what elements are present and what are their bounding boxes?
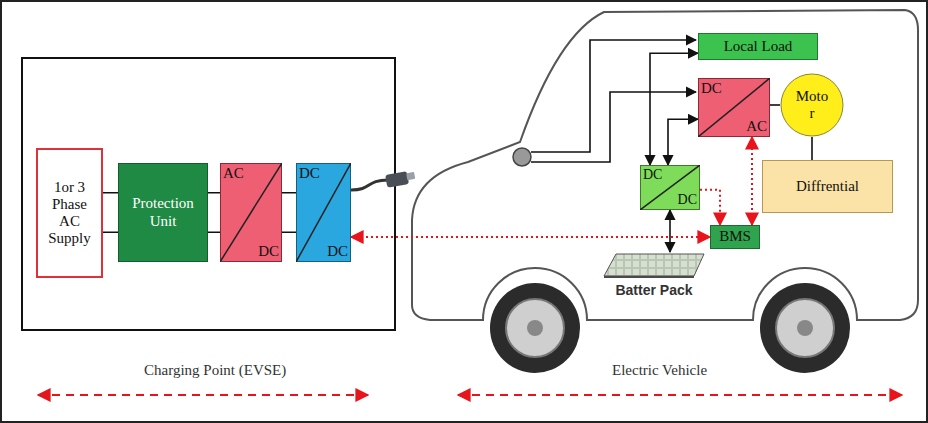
converter-label: AC — [746, 119, 767, 134]
node-label: 1or 3 Phase AC Supply — [45, 179, 95, 248]
battery-label: Batter Pack — [600, 282, 708, 298]
connector — [650, 53, 698, 165]
converter-border — [641, 166, 700, 210]
connector — [811, 137, 813, 160]
evse-housing — [22, 58, 395, 330]
motor-circle: Moto r — [780, 73, 844, 137]
bms-box: BMS — [710, 225, 760, 249]
port-wire — [531, 92, 696, 162]
converter-label: DC — [701, 81, 722, 96]
node-label: Moto r — [793, 88, 831, 123]
battery-edge — [604, 276, 694, 278]
region-label: Charging Point (EVSE) — [144, 362, 286, 379]
converter-box: DC DC — [296, 163, 351, 262]
charging-port — [513, 148, 531, 166]
car-body — [412, 10, 918, 320]
charging-cable — [351, 180, 388, 190]
converter-label: AC — [223, 166, 244, 181]
region-label: Electric Vehicle — [612, 362, 707, 379]
connector — [282, 193, 296, 233]
converter-border — [699, 79, 770, 137]
converter-border — [221, 164, 282, 262]
differential-box: Diffrential — [762, 160, 893, 213]
inverter-box: DC AC — [698, 78, 770, 137]
front-wheel — [490, 283, 580, 373]
supply-box: 1or 3 Phase AC Supply — [36, 148, 103, 278]
converter-box: AC DC — [220, 163, 282, 262]
connector — [770, 104, 780, 106]
converter-diagonal — [698, 78, 770, 137]
node-label: Diffrential — [796, 178, 859, 195]
protection-box: Protection Unit — [118, 163, 208, 262]
region-arrow — [38, 394, 368, 396]
battery-illustration — [600, 252, 708, 278]
node-label: Protection Unit — [123, 195, 203, 230]
charging-plug — [385, 171, 415, 188]
converter-label: DC — [643, 168, 662, 182]
connector — [751, 137, 753, 225]
connector — [700, 190, 720, 225]
node-label: Local Load — [724, 38, 793, 55]
node-label: BMS — [719, 228, 751, 245]
connector — [208, 193, 220, 233]
connector — [351, 236, 710, 238]
converter-diagonal — [296, 163, 351, 262]
converter-label: DC — [299, 166, 320, 181]
battery-body — [604, 254, 704, 276]
connector — [668, 119, 698, 165]
region-arrow — [458, 394, 902, 396]
motor-disc — [781, 74, 843, 136]
connector — [103, 193, 118, 233]
load-box: Local Load — [698, 33, 818, 60]
converter-diagonal — [220, 163, 282, 262]
converter-label: DC — [327, 244, 348, 259]
port-wire — [531, 40, 696, 152]
converter-label: DC — [678, 193, 697, 207]
connector — [669, 210, 671, 252]
converter-diagonal — [640, 165, 700, 210]
converter-label: DC — [258, 244, 279, 259]
rear-wheel — [760, 283, 850, 373]
converter-box: DC DC — [640, 165, 700, 210]
converter-border — [297, 164, 351, 262]
battery-pack: Batter Pack — [600, 252, 708, 304]
